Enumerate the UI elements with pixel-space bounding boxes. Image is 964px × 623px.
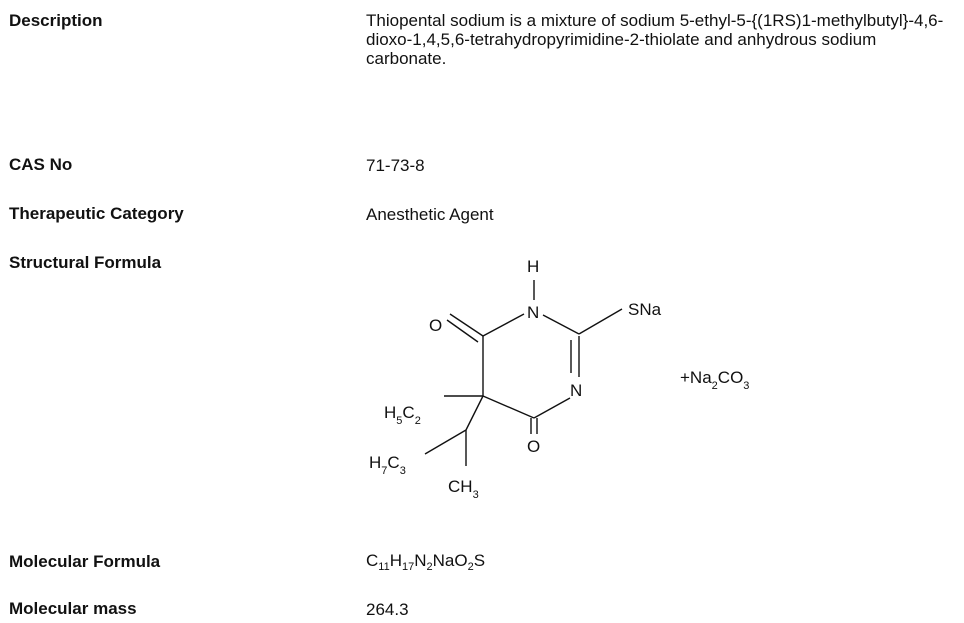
structure-label: Structural Formula bbox=[9, 253, 162, 272]
o-bottom-atom-label: O bbox=[527, 437, 540, 456]
sna-group-label: SNa bbox=[628, 300, 662, 319]
description-label: Description bbox=[9, 11, 103, 30]
ethyl-group-label: H5C2 bbox=[384, 403, 421, 427]
cas-label: CAS No bbox=[9, 155, 73, 174]
description-value: Thiopental sodium is a mixture of sodium… bbox=[366, 11, 944, 68]
bond-lines bbox=[424, 280, 623, 466]
structural-formula-diagram: H N SNa O N O H5C2 H7C3 CH3 +Na2CO3 bbox=[370, 257, 749, 501]
methyl-group-label: CH3 bbox=[448, 477, 479, 501]
sodium-carbonate-label: +Na2CO3 bbox=[680, 368, 749, 392]
cas-value: 71-73-8 bbox=[366, 156, 425, 175]
h-atom-label: H bbox=[527, 257, 539, 276]
category-value: Anesthetic Agent bbox=[366, 205, 494, 224]
mass-value: 264.3 bbox=[366, 600, 409, 619]
propyl-group-label: H7C3 bbox=[370, 453, 406, 477]
formula-value: C11H17N2NaO2S bbox=[366, 551, 486, 573]
mass-label: Molecular mass bbox=[9, 599, 137, 618]
o-left-atom-label: O bbox=[429, 316, 442, 335]
formula-label: Molecular Formula bbox=[9, 552, 161, 571]
n2-atom-label: N bbox=[570, 381, 582, 400]
n1-atom-label: N bbox=[527, 303, 539, 322]
category-label: Therapeutic Category bbox=[9, 204, 184, 223]
